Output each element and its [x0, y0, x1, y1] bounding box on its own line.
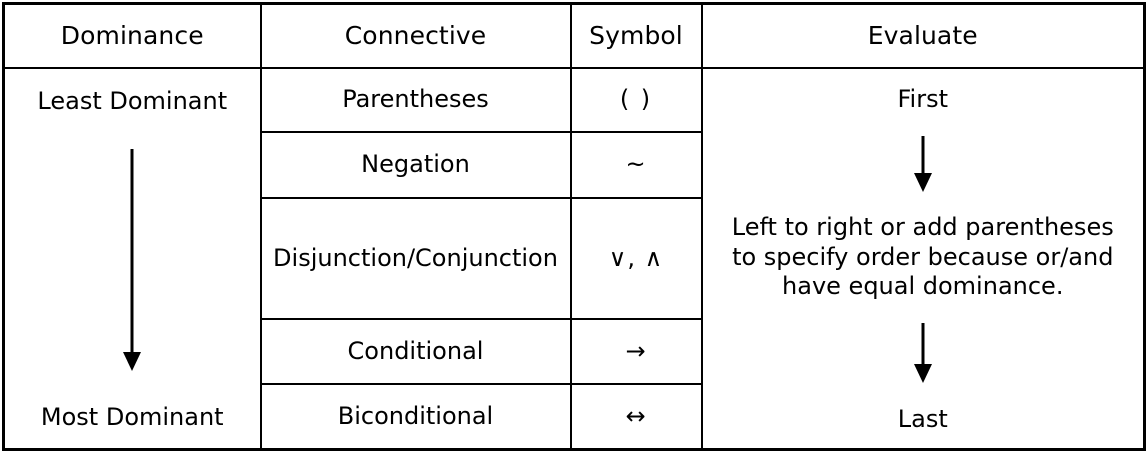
- evaluate-first-label: First: [897, 85, 948, 113]
- down-arrow-icon: [123, 148, 142, 371]
- column-header-connective: Connective: [259, 2, 572, 69]
- table-header-row: Dominance Connective Symbol Evaluate: [2, 2, 1146, 69]
- least-dominant-label: Least Dominant: [37, 87, 228, 115]
- down-arrow-icon-bottom: [913, 323, 932, 384]
- connective-disjunction-conjunction: Disjunction/Conjunction: [259, 197, 572, 320]
- evaluate-last-label: Last: [897, 404, 948, 433]
- symbol-parentheses: ( ): [569, 67, 703, 133]
- evaluate-note: Left to right or add parentheses to spec…: [731, 212, 1114, 301]
- table-row: Least Dominant Most Dominant Parentheses…: [2, 67, 1146, 451]
- symbol-biconditional: ↔: [569, 383, 703, 451]
- symbol-conditional: →: [569, 318, 703, 385]
- connective-conditional: Conditional: [259, 318, 572, 385]
- symbol-disjunction-conjunction: ∨, ∧: [569, 197, 703, 320]
- connective-negation: Negation: [259, 131, 572, 199]
- table-row: Conditional →: [4, 318, 1145, 385]
- column-header-evaluate: Evaluate: [700, 2, 1146, 69]
- dominance-scale-cell: Least Dominant Most Dominant: [2, 67, 262, 451]
- table-row: Disjunction/Conjunction ∨, ∧: [4, 197, 1145, 320]
- connective-biconditional: Biconditional: [259, 383, 572, 451]
- column-header-dominance: Dominance: [2, 2, 262, 69]
- column-header-symbol: Symbol: [569, 2, 703, 69]
- most-dominant-label: Most Dominant: [40, 402, 224, 431]
- symbol-negation: ~: [569, 131, 703, 199]
- table-row: Negation ~: [4, 131, 1145, 199]
- connective-parentheses: Parentheses: [259, 67, 572, 133]
- evaluate-order-cell: First Left to right or add parentheses t…: [700, 67, 1146, 451]
- down-arrow-icon-top: [913, 135, 932, 192]
